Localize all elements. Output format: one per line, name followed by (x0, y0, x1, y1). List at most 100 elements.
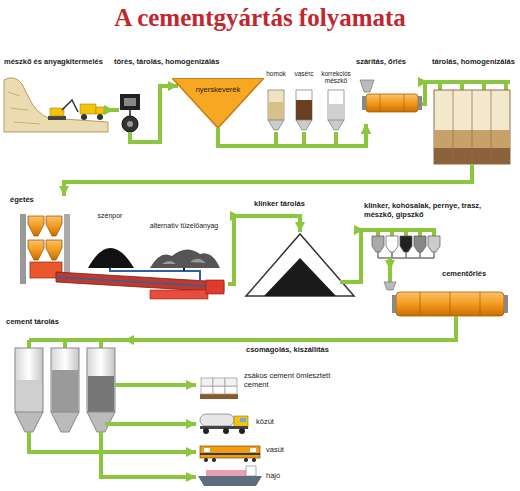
transport-illustration (213, 386, 225, 394)
quarry-illustration (81, 114, 87, 120)
item-label: közút (256, 418, 300, 427)
cement-mill (454, 316, 458, 328)
process-stage: vasút (196, 440, 306, 464)
flow-pipe (124, 422, 196, 426)
additive-hoppers (428, 236, 440, 252)
stage-heading: klinker, kohósalak, pernye, trasz, mészk… (364, 202, 496, 219)
kiln-illustration (206, 280, 224, 294)
flow-pipe (228, 216, 240, 284)
additive-hoppers (364, 230, 440, 264)
additive-hoppers (364, 230, 436, 236)
kiln-illustration (183, 268, 185, 271)
flow-pipe (358, 230, 364, 282)
cement-mill (396, 292, 504, 316)
process-stage: homok (263, 70, 289, 132)
additive-silos (328, 90, 344, 120)
cement-silos (88, 376, 114, 412)
item-label: szénpor (86, 212, 134, 220)
additive-hoppers (372, 236, 384, 252)
item-label: homok (263, 70, 289, 77)
flow-pipe (101, 436, 196, 477)
hopper-shape (172, 78, 264, 128)
cement-mill (384, 282, 396, 290)
transport-illustration (244, 458, 248, 462)
cement-silos (29, 340, 124, 348)
item-label: korrekciós mészkő (319, 70, 353, 85)
homogenizing-silo (470, 164, 474, 170)
kiln-illustration (162, 259, 206, 264)
cement-silos (15, 340, 124, 436)
transport-illustration (204, 458, 208, 462)
clinker-store (240, 216, 358, 296)
raw-mill (360, 80, 374, 92)
clinker-store (246, 234, 354, 296)
transport-illustration (225, 378, 237, 386)
raw-mill (366, 94, 418, 112)
cement-mill (384, 270, 508, 328)
process-stage: törés, tárolás, homogenizálásnyerskeveré… (114, 58, 354, 138)
stage-heading: cement tárolás (6, 318, 106, 327)
homogenizing-silo (434, 90, 510, 164)
kiln-illustration (20, 214, 26, 284)
cement-mill (388, 270, 392, 282)
process-stage: mészkő és anyagkitermelés (4, 58, 108, 132)
cement-silos (51, 412, 79, 432)
additive-silos (296, 90, 312, 120)
transport-illustration (200, 414, 234, 426)
process-stage: vasérc (291, 70, 317, 132)
transport-illustration (203, 428, 209, 434)
quarry-illustration (48, 116, 66, 120)
additive-silos (328, 104, 344, 120)
additive-silos (328, 120, 344, 130)
process-stage: zsákos cement ömlesztett cement (196, 360, 346, 402)
additive-hoppers (386, 236, 398, 252)
transport-illustration (252, 458, 256, 462)
cement-silos (52, 370, 78, 412)
flow-pipe (218, 124, 366, 146)
transport-illustration (239, 428, 245, 434)
flow-pipe (422, 82, 428, 104)
crusher-illustration (124, 98, 136, 106)
stage-heading: mészkő és anyagkitermelés (4, 58, 108, 67)
process-stage: klinker, kohósalak, pernye, trasz, mészk… (364, 202, 496, 264)
flow-pipe (304, 124, 366, 146)
flow-pipe (124, 383, 196, 387)
additive-silos (268, 120, 284, 130)
item-label: vasérc (291, 70, 317, 77)
stage-heading: cementőrlés (442, 270, 508, 279)
transport-illustration (206, 470, 246, 476)
cement-silos (15, 412, 43, 432)
additive-silos (268, 102, 284, 120)
kiln-illustration (150, 249, 220, 268)
stage-heading: égetés (10, 196, 70, 205)
additive-hoppers (400, 236, 412, 252)
transport-illustration (225, 386, 237, 394)
additive-hoppers (388, 258, 392, 264)
process-stage: szénpor (86, 212, 134, 270)
item-label: hajó (266, 472, 302, 481)
transport-illustration (200, 453, 260, 455)
cement-silos (29, 385, 124, 436)
stage-heading: törés, tárolás, homogenizálás (114, 58, 264, 67)
stage-heading: csomagolás, kiszállítás (246, 346, 356, 355)
flow-pipe (336, 124, 366, 146)
quarry-illustration (4, 78, 108, 132)
quarry-illustration (80, 104, 96, 114)
quarry-illustration (8, 92, 40, 124)
kiln-illustration (20, 214, 224, 299)
stage-heading: klinker tárolás (254, 200, 354, 209)
flow-pipe (388, 264, 392, 270)
transport-illustration (246, 466, 256, 476)
kiln-illustration (88, 248, 134, 268)
process-stage: közút (196, 410, 306, 438)
process-stage: alternatív tüzelőanyag (146, 222, 222, 270)
process-stage: cementőrlés (386, 270, 510, 328)
process-stage: égetés szénpor alternatív tüzelőanyag (8, 196, 228, 302)
transport-illustration (240, 418, 246, 422)
kiln-illustration (64, 214, 70, 276)
transport-illustration (212, 458, 216, 462)
quarry-illustration (62, 100, 78, 112)
clinker-store (240, 216, 300, 232)
item-label: alternatív tüzelőanyag (146, 222, 222, 230)
